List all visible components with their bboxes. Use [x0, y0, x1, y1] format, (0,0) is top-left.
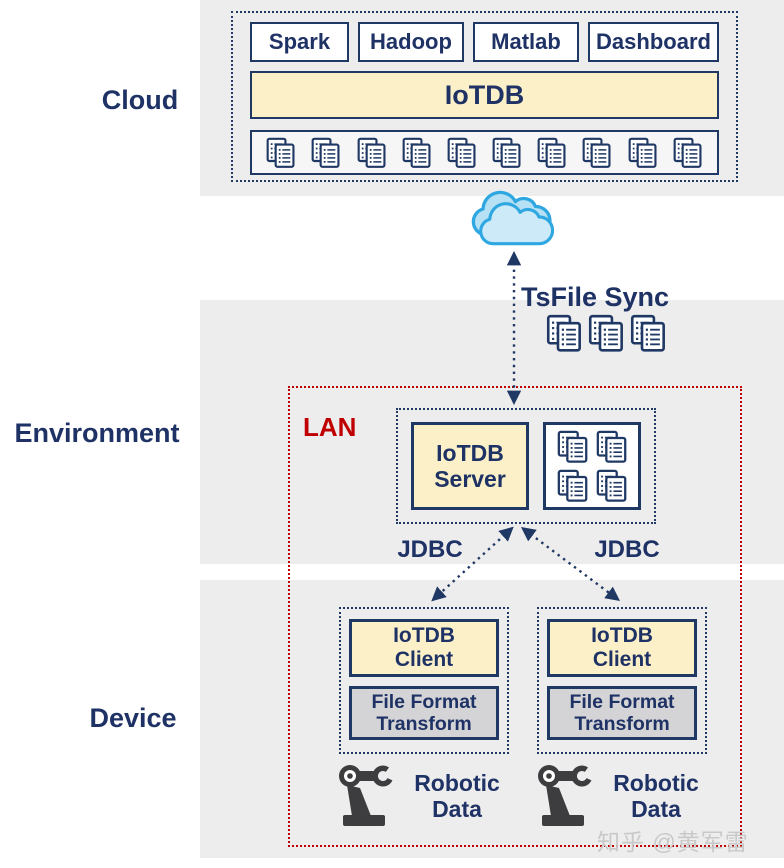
- robotic-data-row-left: Robotic Data: [337, 760, 513, 832]
- tsfile-documents-icon: [401, 137, 433, 169]
- tsfile-documents-icon: [581, 137, 613, 169]
- robotic-data-label: Robotic Data: [401, 770, 513, 823]
- file-format-transform-label: File Format Transform: [371, 690, 477, 735]
- file-format-transform-box: File Format Transform: [349, 686, 499, 740]
- jdbc-label-left: JDBC: [397, 536, 463, 563]
- cloud-tsfiles-bar: [250, 130, 719, 175]
- robotic-data-text: Robotic Data: [613, 769, 699, 822]
- app-box-spark: Spark: [250, 22, 349, 62]
- tsfile-documents-icon: [491, 137, 523, 169]
- tsfile-documents-icon: [310, 137, 342, 169]
- app-box-dashboard: Dashboard: [588, 22, 719, 62]
- tsfile-documents-icon: [595, 430, 629, 464]
- tsfile-documents-icon: [587, 314, 626, 353]
- tsfile-sync-documents: [545, 314, 668, 353]
- tsfile-sync-label: TsFile Sync: [520, 282, 670, 312]
- iotdb-client-label: IoTDB Client: [393, 623, 455, 671]
- cloud-tier-label: Cloud: [101, 85, 179, 115]
- device-tier-label: Device: [89, 703, 177, 733]
- iotdb-server-box: IoTDB Server: [411, 422, 529, 510]
- file-format-transform-box: File Format Transform: [547, 686, 697, 740]
- cloud-icon: [471, 190, 555, 246]
- tsfile-documents-icon: [356, 137, 388, 169]
- tsfile-documents-icon: [627, 137, 659, 169]
- tsfile-documents-icon: [536, 137, 568, 169]
- file-format-transform-label: File Format Transform: [569, 690, 675, 735]
- tsfile-documents-icon: [556, 430, 590, 464]
- tsfile-documents-icon: [556, 469, 590, 503]
- iotdb-client-label: IoTDB Client: [591, 623, 653, 671]
- jdbc-label-right: JDBC: [594, 536, 660, 563]
- app-box-hadoop: Hadoop: [358, 22, 464, 62]
- iotdb-client-box-right: IoTDB Client File Format Transform: [537, 607, 707, 754]
- cloud-platform-box: Spark Hadoop Matlab Dashboard IoTDB: [231, 11, 738, 182]
- robotic-arm-icon: [337, 763, 401, 829]
- robotic-data-label: Robotic Data: [600, 770, 712, 823]
- tsfile-documents-icon: [446, 137, 478, 169]
- tsfile-documents-icon: [672, 137, 704, 169]
- app-box-matlab: Matlab: [473, 22, 579, 62]
- robotic-data-text: Robotic Data: [414, 769, 500, 822]
- iotdb-client-title: IoTDB Client: [349, 619, 499, 677]
- tsfile-documents-icon: [629, 314, 668, 353]
- cloud-apps-row: Spark Hadoop Matlab Dashboard: [250, 22, 719, 62]
- lan-label: LAN: [303, 412, 357, 442]
- iotdb-server-group-box: IoTDB Server: [396, 408, 656, 524]
- tsfile-documents-icon: [265, 137, 297, 169]
- server-tsfiles-box: [543, 422, 641, 510]
- tsfile-documents-icon: [545, 314, 584, 353]
- iotdb-server-label: IoTDB Server: [434, 439, 506, 492]
- iotdb-client-title: IoTDB Client: [547, 619, 697, 677]
- iotdb-client-box-left: IoTDB Client File Format Transform: [339, 607, 509, 754]
- cloud-iotdb-bar: IoTDB: [250, 71, 719, 119]
- tsfile-documents-icon: [595, 469, 629, 503]
- robotic-data-row-right: Robotic Data: [536, 760, 712, 832]
- robotic-arm-icon: [536, 763, 600, 829]
- environment-tier-label: Environment: [14, 418, 180, 448]
- zhihu-watermark: 知乎 @黄军雷: [597, 829, 749, 855]
